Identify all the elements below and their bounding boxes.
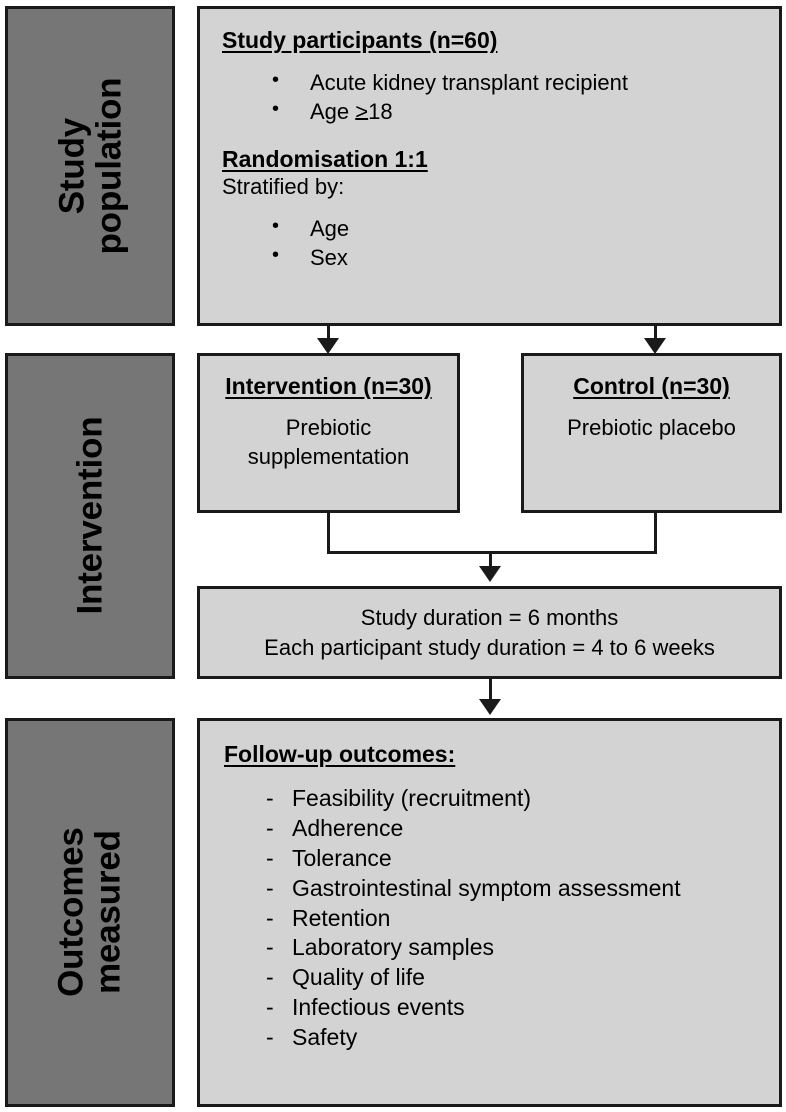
outcome-text: Adherence — [292, 814, 404, 841]
list-item: Adherence — [224, 814, 779, 844]
stage-bar-study-population: Study population — [5, 6, 175, 326]
stratification-factor: Sex — [310, 245, 348, 271]
stage-bar-study-population-label: Study population — [51, 77, 129, 255]
study-participants-heading: Study participants (n=60) — [222, 27, 498, 53]
criterion-text: Acute kidney transplant recipient — [310, 70, 628, 95]
greater-than-or-equal-icon: > — [355, 99, 369, 125]
connector-duration-to-outcomes-arrowhead-icon — [479, 699, 501, 715]
study-duration-box: Study duration = 6 months Each participa… — [197, 586, 782, 679]
intervention-arm-body: Prebiotic supplementation — [247, 415, 410, 469]
follow-up-outcomes-box: Follow-up outcomes: Feasibility (recruit… — [197, 718, 782, 1107]
participant-duration-line: Each participant study duration = 4 to 6… — [264, 635, 715, 660]
outcome-text: Quality of life — [292, 964, 425, 991]
connector-participants-to-intervention-line — [327, 326, 330, 344]
list-item: Age >18 — [222, 96, 779, 126]
list-item: Acute kidney transplant recipient — [222, 67, 779, 97]
connector-participants-to-control-line — [654, 326, 657, 344]
connector-intervention-drop-line — [327, 513, 330, 554]
list-item: Tolerance — [224, 844, 779, 874]
list-item: Infectious events — [224, 993, 779, 1023]
eligibility-criteria-list: Acute kidney transplant recipient Age >1… — [222, 67, 779, 126]
stratification-list: Age Sex — [222, 213, 779, 272]
stratified-by-label: Stratified by: — [222, 174, 345, 200]
criterion-text: Age — [310, 99, 356, 125]
connector-control-drop-line — [654, 513, 657, 554]
list-item: Laboratory samples — [224, 933, 779, 963]
connector-merge-to-duration-line — [489, 551, 492, 571]
list-item: Safety — [224, 1023, 779, 1053]
intervention-arm-heading: Intervention (n=30) — [225, 373, 432, 399]
follow-up-outcomes-heading: Follow-up outcomes: — [224, 741, 456, 767]
randomisation-heading: Randomisation 1:1 — [222, 146, 428, 173]
randomisation-block: Randomisation 1:1 Stratified by: — [222, 146, 779, 200]
list-item: Retention — [224, 904, 779, 934]
control-arm-body: Prebiotic placebo — [567, 415, 736, 440]
stage-bar-outcomes-measured-label: Outcomes measured — [51, 827, 128, 998]
outcome-text: Gastrointestinal symptom assessment — [292, 874, 681, 901]
follow-up-outcomes-list: Feasibility (recruitment) Adherence Tole… — [224, 784, 779, 1053]
outcome-text: Feasibility (recruitment) — [292, 785, 531, 811]
stage-bar-intervention-label: Intervention — [70, 417, 110, 615]
study-duration-line: Study duration = 6 months — [360, 605, 619, 630]
stage-bar-outcomes-measured: Outcomes measured — [5, 718, 175, 1107]
control-arm-heading: Control (n=30) — [573, 373, 730, 399]
connector-duration-to-outcomes-line — [489, 679, 492, 703]
connector-merge-to-duration-arrowhead-icon — [479, 566, 501, 582]
list-item: Feasibility (recruitment) — [224, 784, 779, 814]
intervention-arm-box: Intervention (n=30) Prebiotic supplement… — [197, 353, 460, 513]
connector-participants-to-intervention-arrowhead-icon — [317, 338, 339, 354]
stratification-factor: Age — [310, 216, 350, 242]
connector-merge-bus-line — [327, 551, 657, 554]
list-item: Age — [222, 213, 779, 243]
list-item: Gastrointestinal symptom assessment — [224, 874, 779, 904]
control-arm-box: Control (n=30) Prebiotic placebo — [521, 353, 782, 513]
connector-participants-to-control-arrowhead-icon — [644, 338, 666, 354]
outcome-text: Laboratory samples — [292, 934, 494, 961]
outcome-text: Safety — [292, 1024, 358, 1051]
study-participants-box: Study participants (n=60) Acute kidney t… — [197, 6, 782, 326]
age-threshold: 18 — [368, 99, 393, 125]
outcome-text: Infectious events — [292, 994, 465, 1021]
outcome-text: Tolerance — [292, 844, 392, 871]
outcome-text: Retention — [292, 904, 391, 931]
list-item: Quality of life — [224, 963, 779, 993]
list-item: Sex — [222, 242, 779, 272]
stage-bar-intervention: Intervention — [5, 353, 175, 679]
